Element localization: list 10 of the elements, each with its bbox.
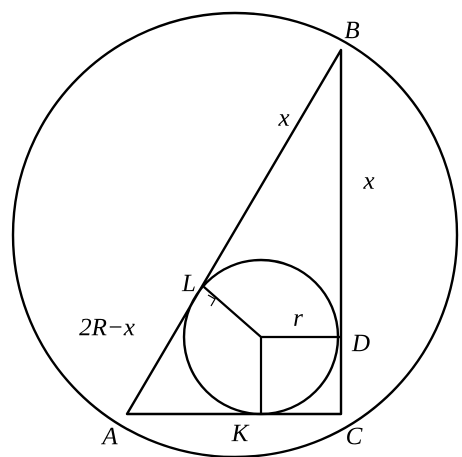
point-label: C bbox=[347, 428, 363, 444]
point-label: K bbox=[231, 424, 250, 442]
segment-label: r bbox=[294, 314, 303, 326]
point-label: L bbox=[182, 274, 195, 292]
point-label: B bbox=[344, 22, 360, 38]
segment-label: x bbox=[363, 177, 374, 189]
segment-label: 2R−x bbox=[79, 318, 135, 336]
point-label: D bbox=[352, 334, 370, 352]
point-label: A bbox=[101, 428, 118, 444]
segment-label: x bbox=[278, 114, 290, 126]
